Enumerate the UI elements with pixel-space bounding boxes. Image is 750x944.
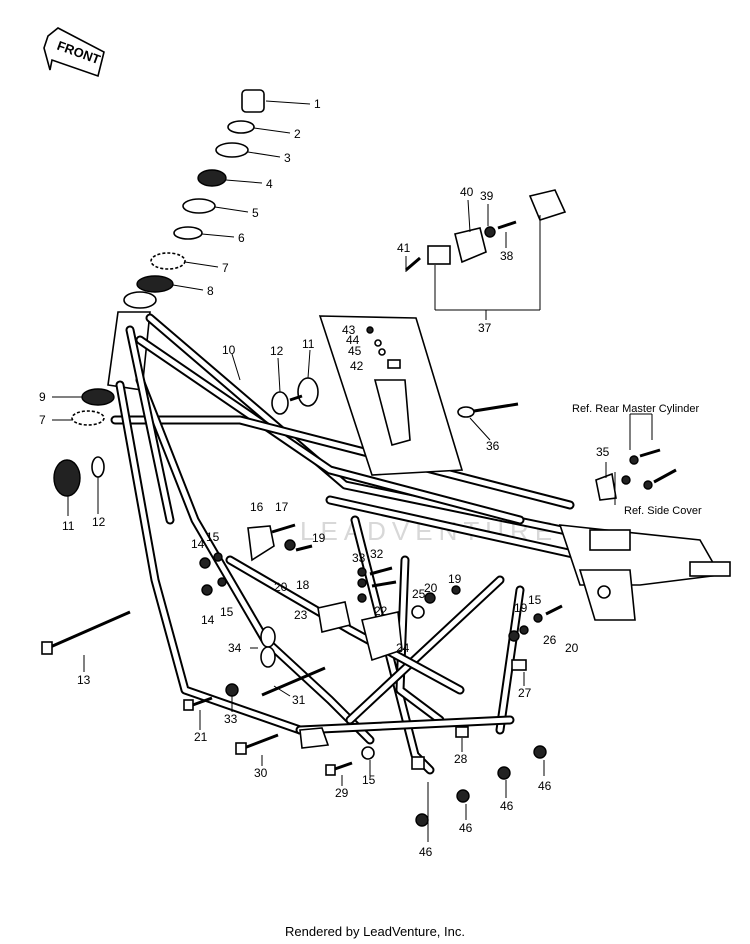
callout: 19 [448, 572, 462, 586]
engine-mount-plate [247, 525, 275, 562]
footer-credit: Rendered by LeadVenture, Inc. [285, 924, 465, 939]
callout: 24 [396, 641, 410, 655]
callout: 43 [342, 323, 356, 337]
callout: 15 [206, 530, 220, 544]
callout: 46 [538, 779, 552, 793]
rubber-mount-center [271, 377, 319, 415]
callout: 5 [252, 206, 259, 220]
callout: 12 [92, 515, 106, 529]
callout: 2 [294, 127, 301, 141]
callout: 1 [314, 97, 321, 111]
callout: 20 [424, 581, 438, 595]
callout: 32 [370, 547, 384, 561]
steering-stack [71, 89, 265, 426]
callout-labels: 1 2 3 4 5 6 7 8 9 7 10 11 12 11 12 13 14… [39, 97, 610, 859]
front-arrow: FRONT [43, 27, 105, 78]
callout: 3 [284, 151, 291, 165]
rubber-mount-left [53, 456, 105, 497]
callout: 34 [228, 641, 242, 655]
callout: 37 [478, 321, 492, 335]
callout: 22 [374, 604, 388, 618]
ignition-lock [405, 189, 567, 311]
callout: 15 [220, 605, 234, 619]
rear-bolts [595, 413, 677, 505]
callout: 19 [312, 531, 326, 545]
callout: 17 [275, 500, 289, 514]
callout: 41 [397, 241, 411, 255]
callout: 13 [77, 673, 91, 687]
callout: 18 [296, 578, 310, 592]
callout: 33 [224, 712, 238, 726]
callout: 25 [412, 587, 426, 601]
callout: 20 [565, 641, 579, 655]
callout: 39 [480, 189, 494, 203]
callout: 11 [62, 519, 75, 533]
callout: 12 [270, 344, 284, 358]
callout: 46 [500, 799, 514, 813]
callout: 7 [39, 413, 46, 427]
callout: 4 [266, 177, 273, 191]
callout: 29 [335, 786, 349, 800]
callout: 33 [352, 551, 366, 565]
callout: 46 [419, 845, 433, 859]
callout: 7 [222, 261, 229, 275]
callout: 14 [201, 613, 215, 627]
ref-rear-master-cylinder: Ref. Rear Master Cylinder [572, 403, 699, 415]
ref-side-cover: Ref. Side Cover [624, 505, 702, 517]
nuts-46 [415, 745, 547, 827]
callout: 35 [596, 445, 610, 459]
callout: 46 [459, 821, 473, 835]
callout: 30 [254, 766, 268, 780]
part-36-strap [457, 402, 519, 418]
frame [107, 311, 731, 775]
callout: 11 [302, 337, 315, 351]
callout: 6 [238, 231, 245, 245]
callout: 10 [222, 343, 236, 357]
callout: 42 [350, 359, 364, 373]
callout: 28 [454, 752, 468, 766]
callout: 40 [460, 185, 474, 199]
callout: 8 [207, 284, 214, 298]
leader-lines [52, 100, 607, 842]
callout: 23 [294, 608, 308, 622]
callout: 16 [250, 500, 264, 514]
callout: 45 [348, 344, 362, 358]
callout: 36 [486, 439, 500, 453]
callout: 20 [274, 580, 288, 594]
callout: 15 [362, 773, 376, 787]
callout: 15 [528, 593, 542, 607]
callout: 9 [39, 390, 46, 404]
callout: 31 [292, 693, 306, 707]
part-1-nut [241, 89, 265, 113]
callout: 38 [500, 249, 514, 263]
mount-hardware [199, 523, 563, 770]
callout: 27 [518, 686, 532, 700]
callout: 21 [194, 730, 208, 744]
callout: 14 [191, 537, 205, 551]
tool-panel [318, 315, 464, 476]
callout: 19 [514, 601, 528, 615]
callout: 44 [346, 333, 360, 347]
callout: 26 [543, 633, 557, 647]
bolts [41, 610, 375, 776]
